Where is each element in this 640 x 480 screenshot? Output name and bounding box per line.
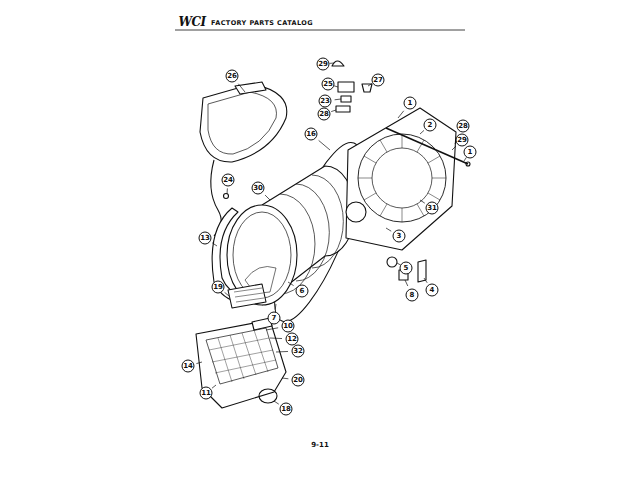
leader-line: [420, 130, 424, 134]
callout-number: 23: [319, 95, 332, 108]
callout-number: 26: [226, 70, 239, 83]
clip: [224, 194, 229, 199]
leader-line: [331, 110, 336, 112]
front-panel: [200, 82, 287, 162]
leader-line: [266, 328, 278, 330]
callout-number: 31: [426, 202, 439, 215]
callout-number: 30: [252, 182, 265, 195]
callout-number: 24: [222, 174, 235, 187]
callout-number: 8: [406, 289, 419, 302]
rod: [386, 128, 468, 164]
callout-number: 1: [464, 146, 477, 159]
callout-number: 10: [282, 320, 295, 333]
callout-number: 27: [372, 74, 385, 87]
leader-line: [196, 362, 202, 364]
leader-line: [212, 243, 217, 246]
leader-line: [334, 86, 338, 87]
leader-line: [398, 111, 404, 118]
drum: [227, 166, 355, 305]
callout-number: 28: [457, 120, 470, 133]
callout-number: 18: [280, 403, 293, 416]
callout-number: 3: [393, 230, 406, 243]
callout-number: 19: [212, 281, 225, 294]
callout-number: 29: [456, 134, 469, 147]
leader-line: [368, 84, 372, 86]
header-rule: [175, 30, 465, 31]
leader-line: [275, 304, 277, 310]
lint-screen: [228, 284, 266, 308]
leader-line: [386, 228, 391, 231]
leader-line: [238, 84, 245, 92]
leader-line: [420, 200, 425, 203]
nut: [466, 162, 470, 166]
callout-number: 6: [296, 285, 309, 298]
callout-number: 28: [318, 108, 331, 121]
roller: [387, 257, 397, 267]
callout-number: 1: [404, 97, 417, 110]
thermostat-parts: [332, 61, 372, 112]
callout-number: 7: [268, 312, 281, 325]
callout-number: 25: [322, 78, 335, 91]
brand-logo: WCI: [178, 16, 205, 28]
callout-number: 13: [199, 232, 212, 245]
callout-number: 5: [400, 262, 413, 275]
leader-line: [464, 157, 466, 161]
callout-number: 32: [292, 345, 305, 358]
leader-line: [405, 280, 408, 286]
leader-line: [424, 278, 427, 283]
leader-line: [330, 63, 334, 64]
leader-line: [288, 282, 294, 286]
leader-line: [274, 401, 279, 404]
callout-number: 2: [424, 119, 437, 132]
leader-line: [225, 292, 229, 296]
leader-line: [270, 338, 282, 340]
front-bulkhead: [196, 318, 286, 408]
rear-bulkhead: [346, 108, 456, 250]
callout-number: 20: [292, 374, 305, 387]
callout-number: 29: [317, 58, 330, 71]
leader-line: [452, 146, 456, 150]
catalog-title: FACTORY PARTS CATALOG: [211, 20, 313, 27]
callout-number: 11: [200, 387, 213, 400]
callout-number: 4: [426, 284, 439, 297]
leader-line: [227, 188, 228, 194]
leader-line: [276, 351, 288, 353]
leader-line: [265, 195, 270, 200]
page-number: 9-11: [311, 442, 329, 449]
callout-number: 14: [182, 360, 195, 373]
leader-line: [282, 378, 288, 380]
leader-line: [212, 385, 216, 388]
callout-number: 16: [305, 128, 318, 141]
leader-line: [335, 99, 341, 101]
leader-line: [319, 140, 330, 150]
